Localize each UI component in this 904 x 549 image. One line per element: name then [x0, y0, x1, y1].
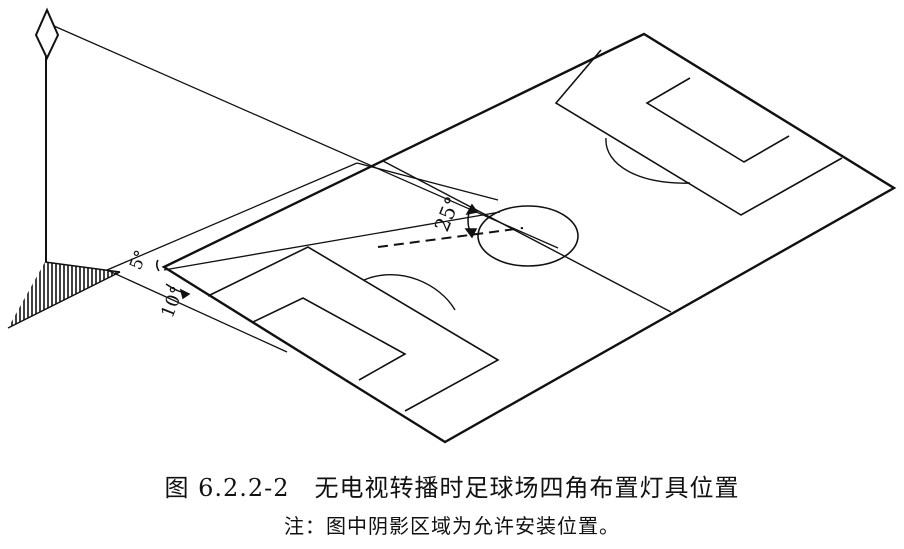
near-goal-area [252, 297, 407, 381]
figure-caption-note: 注：图中阴影区域为允许安装位置。 [284, 514, 620, 538]
angle-markers [155, 203, 479, 300]
halfway-line [382, 160, 672, 313]
far-goal-area [645, 77, 790, 163]
pitch-boundary [161, 32, 897, 444]
sight-lines [53, 25, 559, 353]
angle-label-10: 10° [157, 283, 188, 320]
allowed-installation-zone [7, 261, 121, 329]
angle-label-25: 25° [429, 193, 465, 235]
stadium-lighting-diagram: 25° 5° 10° [7, 7, 897, 444]
far-penalty-area [554, 49, 843, 216]
near-penalty-arc [363, 274, 456, 311]
football-pitch [161, 32, 897, 444]
lamp-icon [34, 7, 60, 61]
center-circle [477, 205, 579, 267]
figure-caption-title: 图 6.2.2-2 无电视转播时足球场四角布置灯具位置 [164, 474, 740, 502]
reference-line [377, 227, 524, 248]
light-pole [34, 7, 60, 262]
far-penalty-arc [605, 137, 691, 184]
near-penalty-area [207, 246, 500, 412]
angle-label-5: 5° [126, 247, 152, 272]
